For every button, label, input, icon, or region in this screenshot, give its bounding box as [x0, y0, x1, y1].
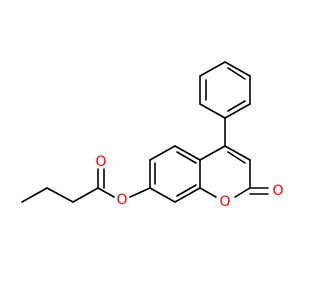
bond-benzo-5	[174, 187, 201, 203]
molecule-diagram: O O O O	[0, 0, 300, 300]
bond-benzo-2	[149, 145, 176, 161]
canvas-background	[0, 0, 300, 300]
bond-c2-c3	[46, 187, 74, 203]
bond-pyranone-2-inner	[227, 151, 246, 164]
bond-phenyl-6	[224, 103, 251, 119]
ring-oxygen-label: O	[219, 194, 230, 210]
bond-ester-o-aryl	[129, 187, 151, 198]
bond-benzo-3	[174, 145, 201, 161]
bond-c3-c4	[72, 187, 99, 203]
bond-phenyl-4	[224, 61, 251, 77]
bond-phenyl-4-inner	[227, 67, 246, 80]
bond-pyranone-1	[199, 145, 226, 161]
bond-pyranone-5	[199, 187, 217, 198]
phenyl-ring	[199, 61, 251, 147]
lactone-carbonyl-oxygen-label: O	[272, 183, 283, 199]
ester-oxygen-label: O	[116, 192, 127, 208]
bond-pyranone-4	[234, 187, 251, 198]
ester-carbonyl-oxygen-label: O	[95, 154, 106, 170]
bond-c1-c2	[21, 187, 48, 203]
bond-phenyl-1	[199, 103, 226, 119]
bond-benzo-5-inner	[176, 184, 197, 197]
bond-pyranone-2	[224, 145, 251, 161]
bond-benzo-3-inner	[176, 151, 197, 164]
bond-phenyl-3	[199, 61, 226, 77]
bond-c4-ester-o	[97, 187, 115, 198]
benzo-ring	[149, 145, 201, 203]
butanoyl-chain	[21, 168, 151, 203]
bond-benzo-6	[149, 187, 176, 203]
pyranone-ring	[199, 145, 269, 198]
bond-phenyl-6-inner	[227, 100, 246, 112]
